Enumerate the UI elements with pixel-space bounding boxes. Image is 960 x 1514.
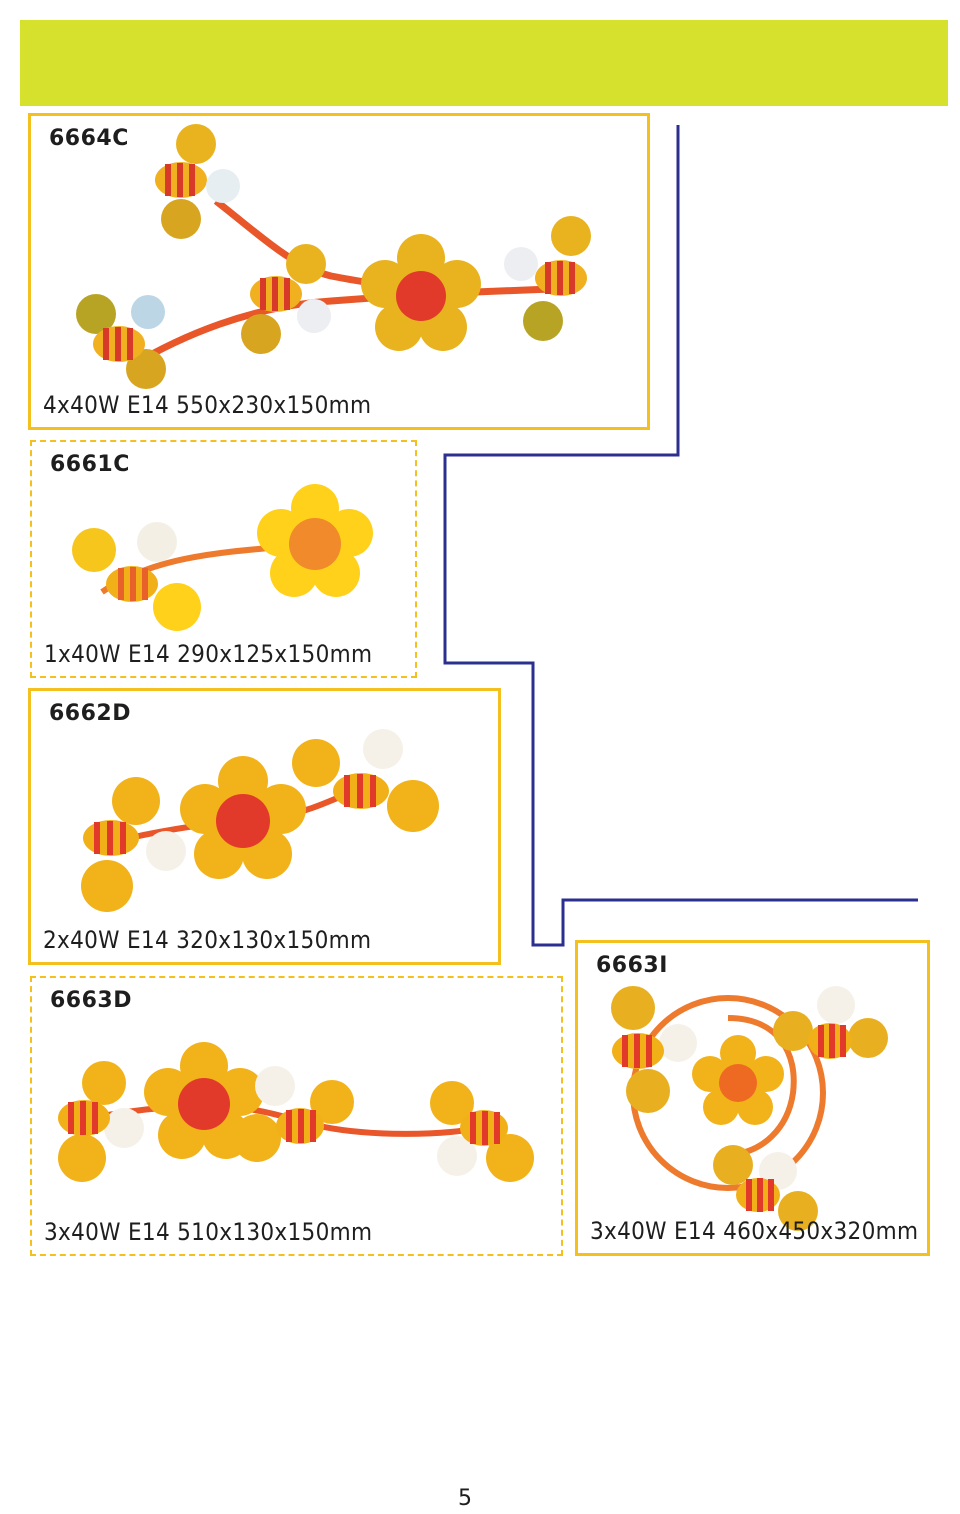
page-number: 5 <box>458 1486 472 1511</box>
model-number: 6663D <box>50 988 132 1013</box>
product-card-6661c: 6661C 1x40W E14 290x125x150mm <box>30 440 417 678</box>
product-card-6663i: 6663I 3x40W E14 460x450x320mm <box>575 940 930 1256</box>
product-specs: 1x40W E14 290x125x150mm <box>44 640 373 668</box>
model-number: 6664C <box>49 126 129 151</box>
product-card-6664c: 6664C 4x40W E14 550x230x150mm <box>28 113 650 430</box>
product-specs: 3x40W E14 510x130x150mm <box>44 1218 373 1246</box>
product-specs: 3x40W E14 460x450x320mm <box>590 1217 919 1245</box>
model-number: 6663I <box>596 953 668 978</box>
lamp-image <box>81 729 439 912</box>
product-card-6663d: 6663D 3x40W E14 510x130x150mm <box>30 976 563 1256</box>
product-specs: 4x40W E14 550x230x150mm <box>43 391 372 419</box>
header-banner <box>20 20 948 106</box>
product-card-6662d: 6662D 2x40W E14 320x130x150mm <box>28 688 501 965</box>
model-number: 6661C <box>50 452 130 477</box>
model-number: 6662D <box>49 701 131 726</box>
lamp-image <box>76 124 591 389</box>
lamp-image <box>58 1042 534 1182</box>
lamp-image <box>72 484 373 631</box>
product-specs: 2x40W E14 320x130x150mm <box>43 926 372 954</box>
lamp-image <box>611 986 888 1231</box>
